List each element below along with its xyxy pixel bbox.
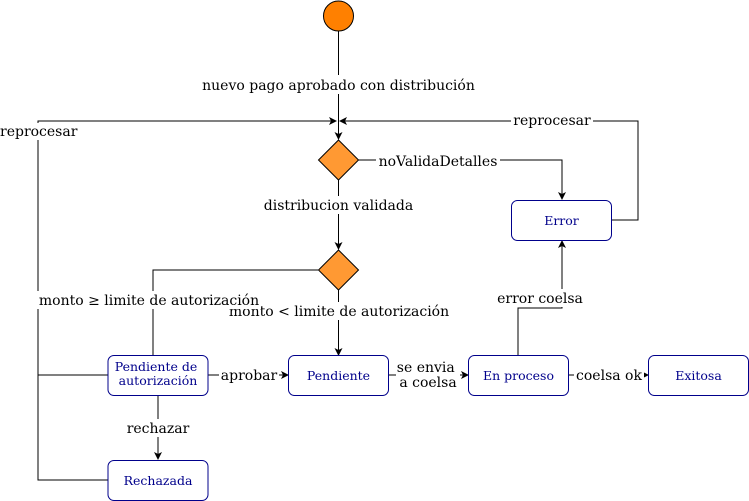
label-monto-mayor: monto ≥ limite de autorización <box>39 293 259 309</box>
node-pendiente-autorizacion: Pendiente de autorización <box>107 355 209 396</box>
start-node <box>323 0 354 32</box>
label-se-envia: se envia a coelsa <box>397 360 459 391</box>
edge-error-coelsa <box>517 240 566 355</box>
edge-error-reprocess <box>339 117 639 221</box>
node-en-proceso: En proceso <box>468 355 569 396</box>
node-pendiente: Pendiente <box>288 355 389 396</box>
node-error: Error <box>511 200 612 241</box>
decision-limit <box>317 249 360 291</box>
svg-text:En proceso: En proceso <box>483 368 554 383</box>
label-reprocesar-right: reprocesar <box>513 113 591 129</box>
svg-text:Exitosa: Exitosa <box>675 368 722 383</box>
svg-text:Pendiente: Pendiente <box>307 368 370 383</box>
svg-text:Rechazada: Rechazada <box>124 473 193 488</box>
label-rechazar: rechazar <box>127 421 190 437</box>
label-distribucion-validada: distribucion validada <box>264 198 413 214</box>
svg-text:Pendiente de autorizació: Pendiente de autorización <box>115 359 202 388</box>
label-monto-menor: monto < limite de autorización <box>229 304 449 320</box>
label-no-valida-detalles: noValidaDetalles <box>379 154 498 170</box>
label-aprobar: aprobar <box>221 368 278 384</box>
decision-validation <box>317 139 360 181</box>
edge-limit-to-pend-aut <box>152 269 318 356</box>
svg-text:Error: Error <box>544 213 579 228</box>
node-rechazada: Rechazada <box>107 460 209 501</box>
node-exitosa: Exitosa <box>648 355 749 396</box>
label-reprocesar-left: reprocesar <box>0 124 78 140</box>
label-coelsa-ok: coelsa ok <box>576 368 642 384</box>
label-error-coelsa: error coelsa <box>497 291 583 307</box>
label-nuevo-pago: nuevo pago aprobado con distribución <box>202 78 475 94</box>
